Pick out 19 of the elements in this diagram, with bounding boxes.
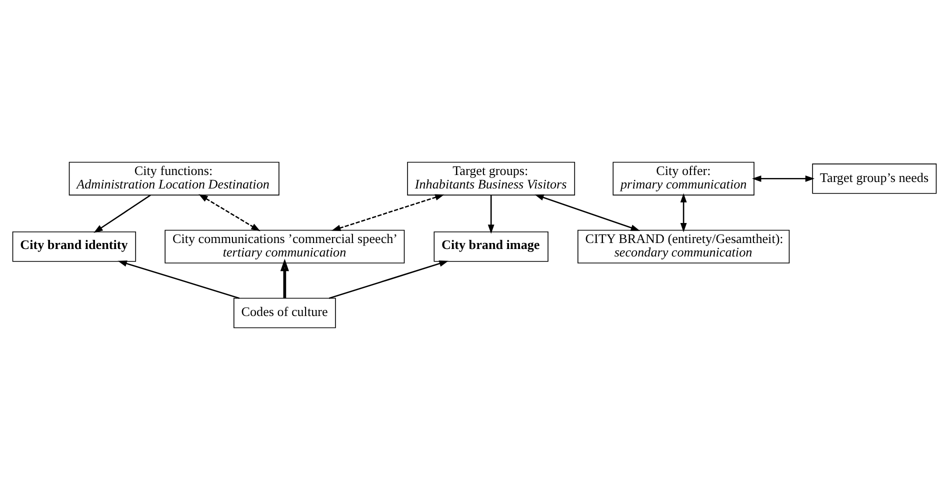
node-box: City brand identity	[12, 231, 136, 262]
arrow	[331, 194, 444, 232]
arrow	[94, 194, 151, 233]
node-box: Codes of culture	[234, 298, 336, 328]
arrow	[280, 258, 289, 298]
arrow	[488, 195, 494, 234]
arrow	[534, 194, 640, 231]
node-box: Target group’s needs	[812, 164, 937, 194]
node-box: City communications ’commercial speech’ tertiary communication	[164, 230, 405, 264]
node-box: City functions: Administration Location Destination	[68, 162, 280, 196]
arrow	[328, 260, 448, 299]
node-box: CITY BRAND (entirety/Gesamtheit): secondary communication	[578, 230, 790, 264]
node-box: City offer: primary communication	[612, 162, 754, 196]
arrow	[118, 260, 240, 299]
node-box: Target groups: Inhabitants Business Visitors	[407, 162, 576, 196]
arrow	[680, 193, 687, 232]
node-box: City brand image	[434, 231, 548, 262]
arrow	[198, 194, 260, 232]
arrow	[752, 175, 815, 182]
